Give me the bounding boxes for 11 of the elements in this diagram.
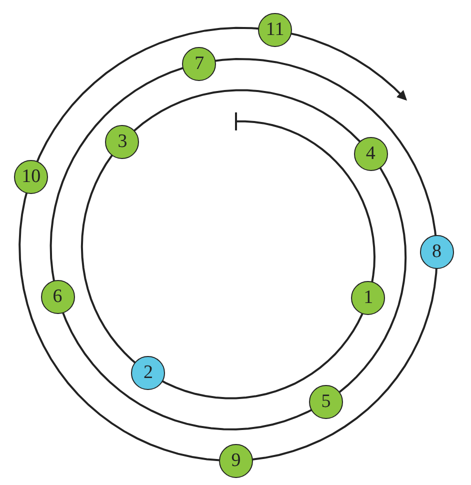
number-circle: 7 <box>182 46 216 81</box>
number-circle: 8 <box>420 235 454 269</box>
number-circle: 3 <box>105 125 140 160</box>
number-circle: 5 <box>308 384 343 419</box>
number-circle: 1 <box>351 280 386 315</box>
number-circle: 11 <box>258 13 292 48</box>
number-circle: 4 <box>354 137 388 172</box>
number-circle: 6 <box>40 280 75 314</box>
number-circle: 10 <box>14 160 48 194</box>
number-circle: 2 <box>131 356 166 390</box>
number-circle: 9 <box>219 444 253 478</box>
